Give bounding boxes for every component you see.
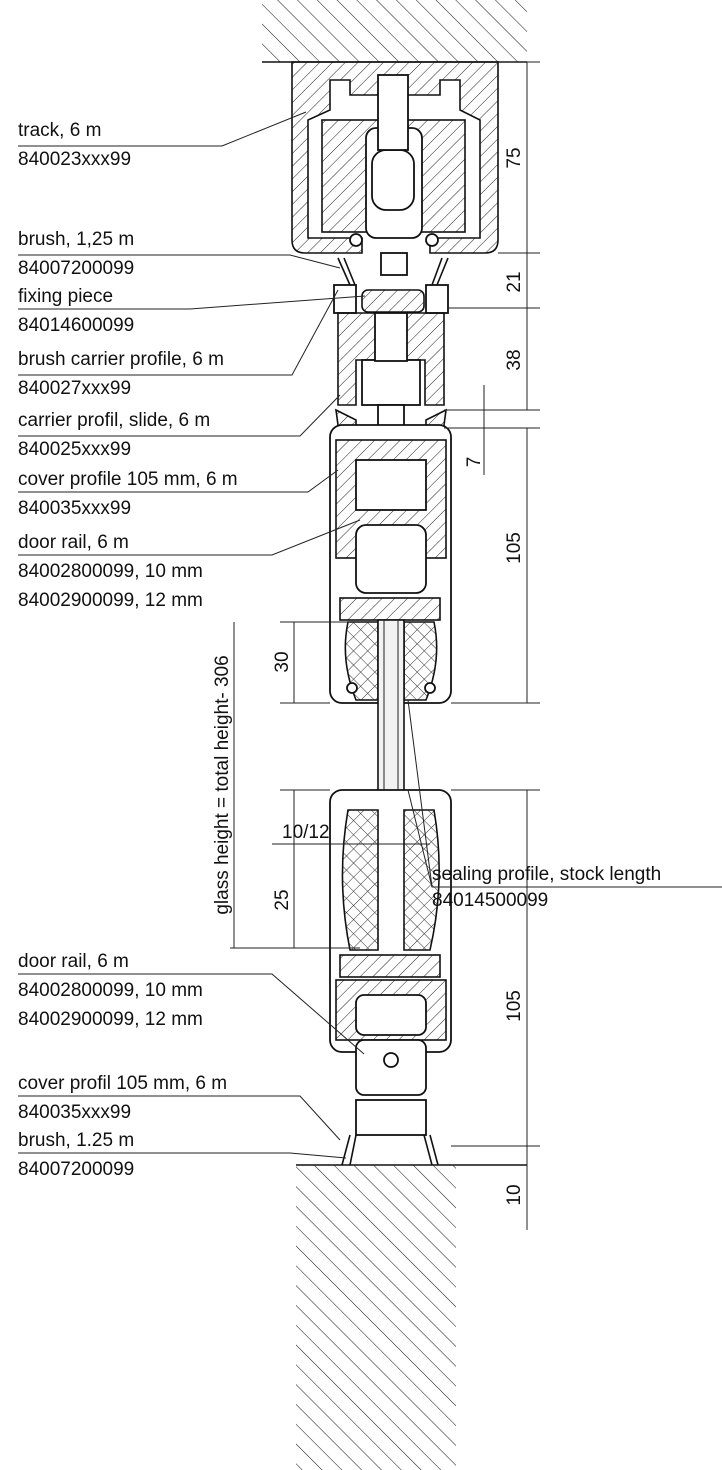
label-door-rail-bottom: door rail, 6 m <box>18 951 129 972</box>
code-cover-top: 840035xxx99 <box>18 498 131 519</box>
code-track: 840023xxx99 <box>18 149 131 170</box>
code2-door-rail-top: 84002900099, 12 mm <box>18 590 203 611</box>
dim-105-bottom: 105 <box>504 990 525 1022</box>
code1-door-rail-bottom: 84002800099, 10 mm <box>18 980 203 1001</box>
dimension-lines <box>230 61 540 1230</box>
code-brush-carrier: 840027xxx99 <box>18 378 131 399</box>
top-door-rail <box>329 424 452 704</box>
label-track: track, 6 m <box>18 120 101 141</box>
code-sealing-profile: 84014500099 <box>432 890 548 911</box>
dim-25: 25 <box>272 889 293 910</box>
dim-7: 7 <box>464 457 485 468</box>
label-brush-carrier: brush carrier profile, 6 m <box>18 349 224 370</box>
brush-carrier-profile <box>337 312 445 406</box>
code-carrier-slide: 840025xxx99 <box>18 439 131 460</box>
dim-10: 10 <box>504 1184 525 1205</box>
code-cover-bottom: 840035xxx99 <box>18 1102 131 1123</box>
label-cover-top: cover profile 105 mm, 6 m <box>18 469 238 490</box>
label-sealing-profile: sealing profile, stock length <box>432 864 661 885</box>
component-labels: track, 6 m 840023xxx99 brush, 1,25 m 840… <box>18 120 661 1180</box>
leader-lines <box>18 111 722 1159</box>
dim-38: 38 <box>504 349 525 370</box>
dimension-labels: 75 21 38 7 105 30 10/12 glass height = t… <box>212 147 525 1205</box>
code-brush-top: 84007200099 <box>18 258 134 279</box>
dim-30: 30 <box>272 651 293 672</box>
dim-21: 21 <box>504 271 525 292</box>
label-door-rail-top: door rail, 6 m <box>18 532 129 553</box>
bottom-door-rail <box>329 789 452 1166</box>
label-fixing-piece: fixing piece <box>18 286 113 307</box>
dim-glass-thickness: 10/12 <box>282 822 330 843</box>
ceiling-section <box>262 0 527 63</box>
code-fixing-piece: 84014600099 <box>18 315 134 336</box>
label-brush-top: brush, 1,25 m <box>18 229 134 250</box>
code-brush-bottom: 84007200099 <box>18 1159 134 1180</box>
track-profile <box>291 61 499 276</box>
label-brush-bottom: brush, 1.25 m <box>18 1130 134 1151</box>
label-carrier-slide: carrier profil, slide, 6 m <box>18 410 210 431</box>
label-cover-bottom: cover profil 105 mm, 6 m <box>18 1073 227 1094</box>
dim-105-top: 105 <box>504 532 525 564</box>
code2-door-rail-bottom: 84002900099, 12 mm <box>18 1009 203 1030</box>
floor-section <box>296 1164 527 1470</box>
dim-75: 75 <box>504 147 525 168</box>
code1-door-rail-top: 84002800099, 10 mm <box>18 561 203 582</box>
dim-glass-height: glass height = total height- 306 <box>212 655 233 914</box>
